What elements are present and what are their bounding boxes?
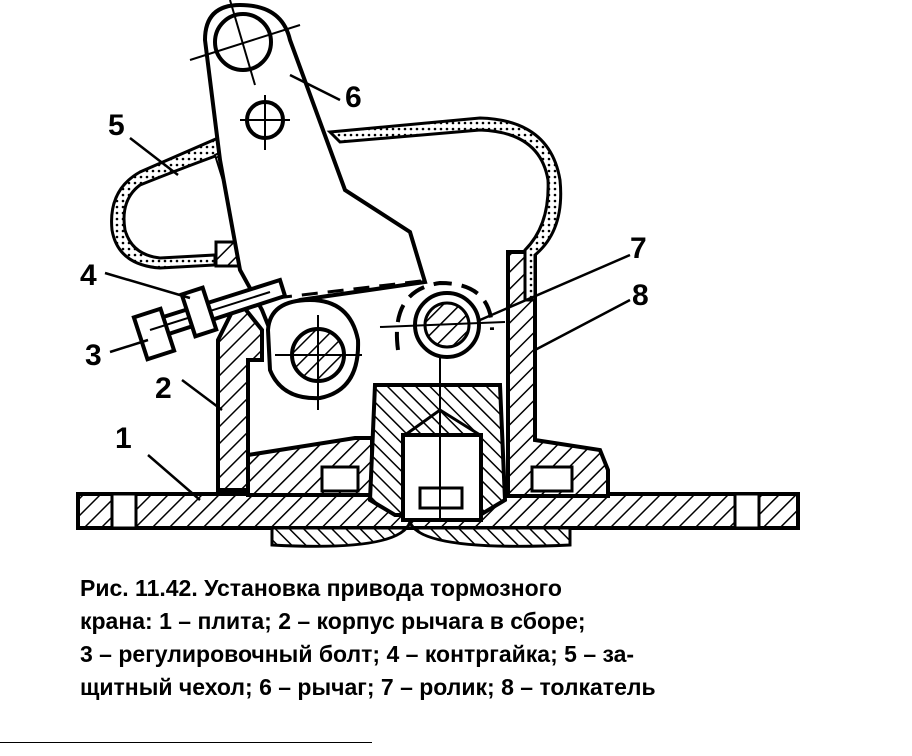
figure-caption: Рис. 11.42. Установка привода тормозного… — [80, 572, 880, 704]
caption-line-2: крана: 1 – плита; 2 – корпус рычага в сб… — [80, 608, 586, 634]
caption-line-1: Рис. 11.42. Установка привода тормозного — [80, 575, 562, 601]
callout-3: 3 — [85, 339, 102, 372]
callout-5: 5 — [108, 109, 125, 142]
roller — [379, 280, 506, 359]
callout-7: 7 — [630, 232, 647, 265]
caption-line-4: щитный чехол; 6 – рычаг; 7 – ролик; 8 – … — [80, 674, 656, 700]
callout-6: 6 — [345, 81, 362, 114]
footer-rule — [0, 742, 372, 743]
caption-line-3: 3 – регулировочный болт; 4 – контргайка;… — [80, 641, 635, 667]
brake-valve-drive-drawing: 1 2 3 4 5 6 7 8 — [76, 0, 800, 548]
pusher — [367, 300, 508, 522]
callout-1: 1 — [115, 422, 132, 455]
callout-4: 4 — [80, 259, 97, 292]
callout-2: 2 — [155, 372, 172, 405]
leader-lines — [104, 73, 631, 501]
callout-8: 8 — [632, 279, 649, 312]
lock-nut — [179, 285, 219, 339]
lever-axle — [275, 315, 362, 410]
